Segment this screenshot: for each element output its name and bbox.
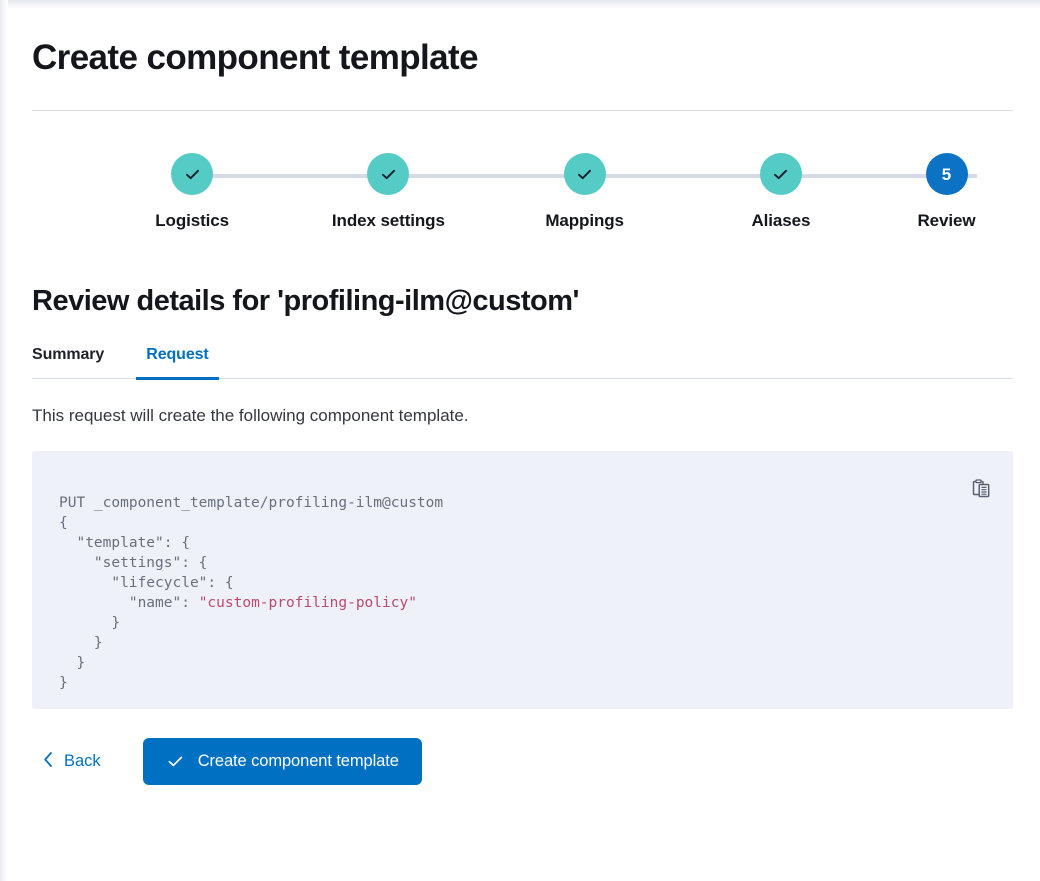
- code-line: "template": {: [59, 534, 190, 551]
- wizard-actions: Back Create component template: [32, 738, 1012, 785]
- copy-clipboard-icon[interactable]: [967, 474, 995, 502]
- code-line: "name":: [59, 594, 199, 611]
- code-line: }: [59, 634, 103, 651]
- code-line: "lifecycle": {: [59, 574, 234, 591]
- stepper-step-index-settings[interactable]: Index settings: [290, 153, 585, 231]
- stepper-step-logistics[interactable]: Logistics: [94, 153, 389, 231]
- check-icon: [166, 752, 185, 771]
- wizard-stepper: Logistics Index settings Mappi: [94, 153, 1014, 231]
- code-line: }: [59, 654, 86, 671]
- page-title: Create component template: [32, 38, 479, 77]
- step-connector-line: [388, 174, 585, 178]
- check-icon: [379, 165, 398, 184]
- step-number: 5: [941, 164, 952, 184]
- step-status-complete[interactable]: [759, 153, 802, 195]
- step-label: Index settings: [331, 211, 445, 230]
- step-connector-line: [780, 174, 978, 178]
- step-status-complete[interactable]: [171, 153, 214, 195]
- tab-request[interactable]: Request: [136, 346, 220, 380]
- section-title: Review details for 'profiling-ilm@custom…: [32, 285, 579, 317]
- tab-summary[interactable]: Summary: [22, 346, 114, 379]
- detail-tabs: Summary Request: [32, 346, 1013, 380]
- create-component-template-button[interactable]: Create component template: [142, 738, 422, 785]
- step-status-complete[interactable]: [367, 153, 410, 195]
- back-button[interactable]: Back: [32, 745, 114, 779]
- code-line: }: [59, 614, 121, 631]
- stepper-step-mappings[interactable]: Mappings: [487, 153, 781, 231]
- header-divider: [32, 110, 1013, 111]
- step-label: Logistics: [155, 211, 229, 230]
- step-connector-line: [584, 174, 781, 178]
- code-line: "settings": {: [59, 554, 208, 571]
- step-label: Mappings: [545, 211, 624, 230]
- back-button-label: Back: [64, 752, 101, 770]
- code-line-method: PUT _component_template/profiling-ilm@cu…: [59, 494, 444, 511]
- step-status-complete[interactable]: [563, 153, 606, 195]
- request-description: This request will create the following c…: [32, 406, 469, 425]
- check-icon: [771, 165, 790, 184]
- create-component-template-label: Create component template: [197, 752, 399, 770]
- check-icon: [575, 165, 594, 184]
- request-code-block: PUT _component_template/profiling-ilm@cu…: [32, 466, 1013, 693]
- step-status-current[interactable]: 5: [925, 153, 968, 195]
- step-connector-line: [192, 174, 389, 178]
- request-code-panel: PUT _component_template/profiling-ilm@cu…: [32, 451, 1013, 709]
- stepper-step-review[interactable]: 5 Review: [879, 153, 1014, 231]
- stepper-step-aliases[interactable]: Aliases: [683, 153, 978, 231]
- code-line: }: [59, 674, 68, 691]
- chevron-left-icon: [42, 751, 55, 773]
- step-label: Aliases: [751, 211, 811, 230]
- check-icon: [183, 165, 202, 184]
- code-string-value: "custom-profiling-policy": [198, 594, 417, 611]
- code-line: {: [59, 514, 68, 531]
- step-label: Review: [917, 211, 976, 230]
